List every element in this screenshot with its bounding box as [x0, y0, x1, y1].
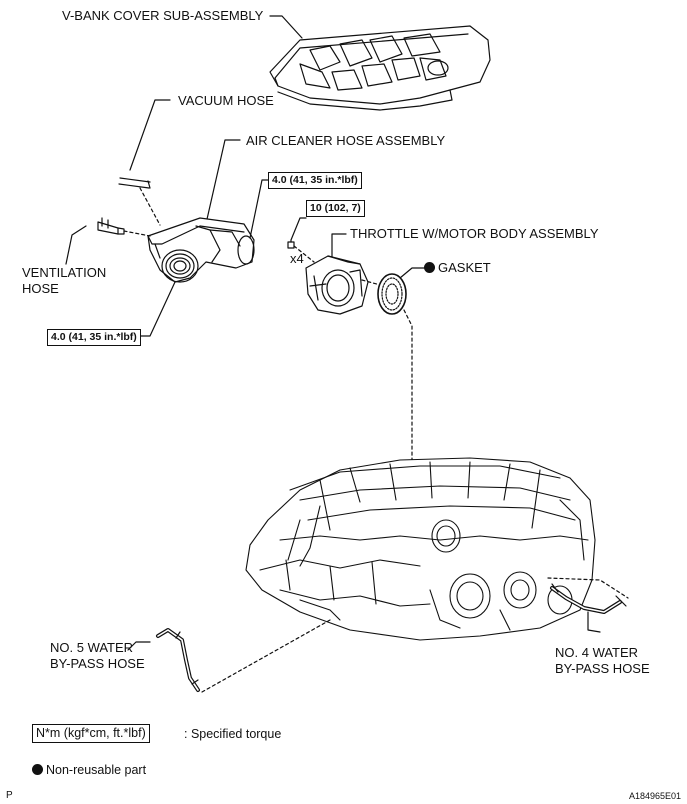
no5-water-bypass-hose-part — [156, 628, 200, 692]
engine-assembly-part — [245, 457, 596, 641]
vacuum-hose-label: VACUUM HOSE — [178, 93, 274, 108]
corner-letter: P — [6, 790, 13, 801]
non-reusable-legend-dot-icon — [32, 764, 43, 775]
gasket-label: GASKET — [424, 260, 491, 276]
legend-torque-desc: : Specified torque — [184, 727, 282, 741]
figure-id: A184965E01 — [628, 791, 681, 801]
air-cleaner-hose-label: AIR CLEANER HOSE ASSEMBLY — [246, 133, 446, 148]
no4-water-bypass-hose-part — [550, 583, 627, 614]
no5-hose-label: NO. 5 WATER BY-PASS HOSE — [50, 640, 145, 672]
torque-box-air-cleaner-bottom: 4.0 (41, 35 in.*lbf) — [47, 329, 141, 346]
legend-non-reusable-text: Non-reusable part — [46, 763, 147, 777]
bolt-count-label: x4 — [290, 251, 304, 266]
v-bank-cover-label: V-BANK COVER SUB-ASSEMBLY — [62, 8, 264, 23]
no4-hose-line1: NO. 4 WATER — [555, 645, 639, 660]
gasket-part — [377, 273, 407, 315]
no4-hose-line2: BY-PASS HOSE — [555, 661, 650, 676]
air-cleaner-hose-part — [147, 217, 255, 283]
non-reusable-dot-icon — [424, 262, 435, 273]
gasket-text: GASKET — [438, 260, 491, 275]
v-bank-cover-part — [269, 25, 491, 111]
legend-non-reusable: Non-reusable part — [32, 762, 146, 778]
legend-torque-unit: N*m (kgf*cm, ft.*lbf) — [32, 724, 150, 743]
no5-hose-line1: NO. 5 WATER — [50, 640, 134, 655]
ventilation-hose-line2: HOSE — [22, 281, 59, 296]
no4-hose-label: NO. 4 WATER BY-PASS HOSE — [555, 645, 650, 677]
throttle-body-label: THROTTLE W/MOTOR BODY ASSEMBLY — [350, 226, 599, 241]
torque-box-air-cleaner-top: 4.0 (41, 35 in.*lbf) — [268, 172, 362, 189]
throttle-body-part — [305, 255, 369, 315]
torque-box-throttle-bolts: 10 (102, 7) — [306, 200, 365, 217]
ventilation-hose-part — [97, 217, 125, 235]
ventilation-hose-label: VENTILATION HOSE — [22, 265, 106, 297]
bolt-part — [287, 239, 295, 249]
ventilation-hose-line1: VENTILATION — [22, 265, 107, 280]
no5-hose-line2: BY-PASS HOSE — [50, 656, 145, 671]
